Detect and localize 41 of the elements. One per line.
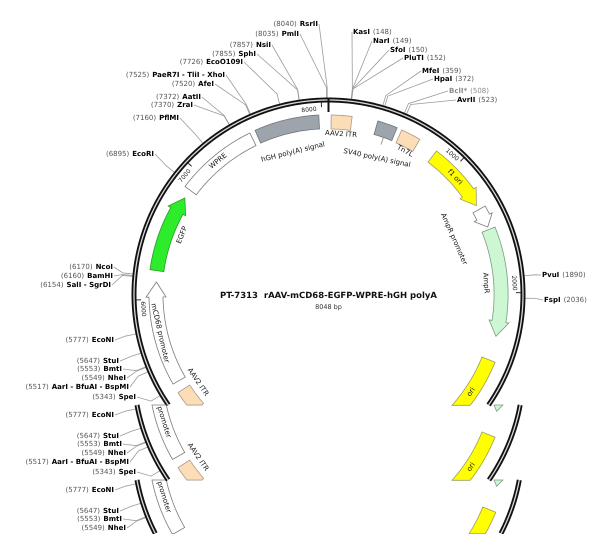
leader-line [202,96,230,125]
leader-line [114,408,136,416]
leader-line [256,54,300,100]
leader-line [406,100,456,114]
leader-line [351,50,390,100]
leader-line [272,44,300,100]
leader-line [114,266,133,274]
leader-line [351,58,404,100]
leader-line [130,372,148,388]
leader-line [525,298,544,300]
leader-line [404,90,448,114]
leader-line [114,274,133,276]
leader-line [120,503,141,512]
leader-line [318,24,328,98]
leader-line [226,74,251,114]
leader-line [382,70,422,106]
leader-line [350,32,353,100]
leader-line [300,34,327,98]
leader-line [122,366,146,372]
leader-line [154,154,175,172]
leader-line [524,274,542,276]
leader-line [214,84,250,114]
leader-line [114,484,136,490]
leader-line [114,334,136,340]
leader-line [120,428,141,436]
leader-line [122,516,146,522]
plasmid-title: PT-7313 rAAV-mCD68-EGFP-WPRE-hGH polyA [220,290,437,300]
leader-line [112,275,133,286]
leader-line [384,78,434,106]
leader-line [180,118,204,144]
leader-line [244,62,280,104]
leader-line [126,517,146,528]
leader-line [126,442,146,454]
leader-line [130,446,148,462]
leader-line [122,442,146,446]
leader-line [136,470,160,477]
leader-line [120,353,141,362]
leader-line [136,396,160,402]
leader-line [194,104,230,125]
leader-line [126,367,146,378]
leader-line [350,40,372,100]
